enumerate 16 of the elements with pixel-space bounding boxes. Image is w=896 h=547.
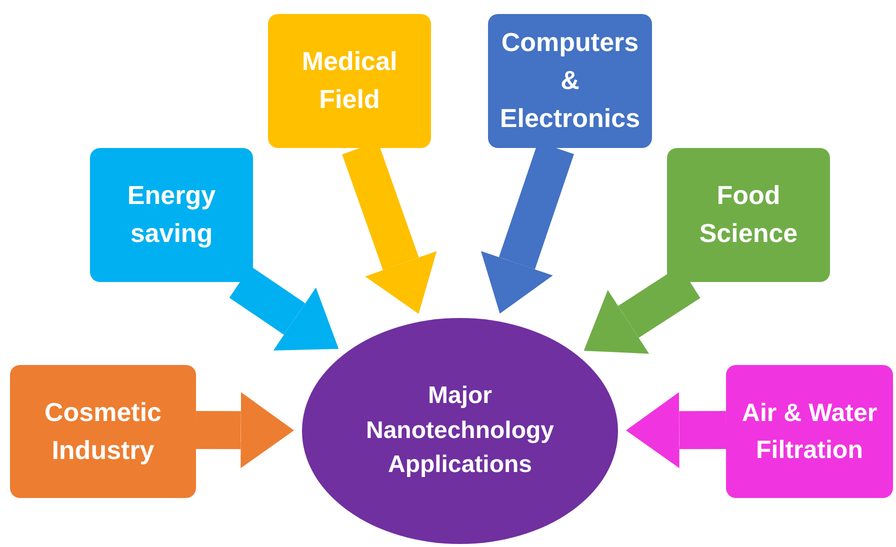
node-label: Computers & Electronics xyxy=(498,26,642,135)
block-arrow xyxy=(196,392,294,468)
node-label: Energy saving xyxy=(126,179,217,250)
block-arrow xyxy=(626,392,726,468)
node-label: Food Science xyxy=(698,179,799,250)
rounded-box xyxy=(10,365,196,498)
rounded-box xyxy=(667,148,830,282)
node-label: Cosmetic Industry xyxy=(43,396,163,466)
rounded-box xyxy=(268,14,431,148)
block-arrow xyxy=(229,266,339,350)
rounded-box xyxy=(488,14,652,148)
node-label: Medical Field xyxy=(300,45,398,116)
node-label: Major Nanotechnology Applications xyxy=(364,380,555,480)
rounded-box xyxy=(90,148,253,282)
rounded-box xyxy=(726,365,893,498)
node-label: Air & Water Filtration xyxy=(740,398,878,466)
